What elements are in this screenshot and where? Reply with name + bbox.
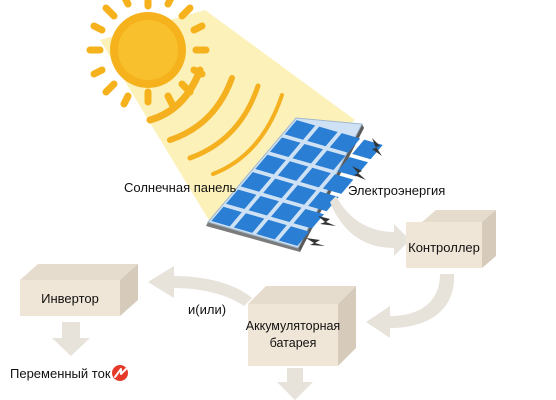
- solar-cell: [270, 137, 301, 157]
- solar-cell: [256, 219, 287, 240]
- battery-label-line1: Аккумуляторная: [245, 319, 341, 333]
- sun-rays-arcs: [146, 66, 284, 176]
- and-or-label: и(или): [188, 302, 227, 317]
- battery-box: [248, 286, 356, 366]
- controller-box: [406, 210, 496, 268]
- solar-cell: [211, 206, 242, 227]
- solar-cell: [285, 185, 317, 205]
- solar-cell: [271, 202, 302, 222]
- solar-cell: [307, 126, 338, 147]
- solar-cell: [240, 172, 272, 192]
- arrow-panel-to-controller: [330, 196, 410, 256]
- solar-panel-label: Солнечная панель: [124, 180, 237, 195]
- solar-cell: [233, 213, 265, 233]
- solar-cell: [226, 189, 257, 209]
- solar-cell: [278, 226, 310, 246]
- solar-panel-cells: [211, 120, 383, 246]
- battery-label-line2: батарея: [269, 336, 317, 350]
- solar-cell: [248, 196, 279, 216]
- solar-cell: [292, 144, 323, 164]
- inverter-box: [20, 264, 138, 316]
- solar-cell: [308, 191, 339, 212]
- solar-cell: [315, 150, 346, 170]
- solar-cell: [352, 139, 383, 160]
- arrow-battery-to-inverter: [148, 266, 252, 306]
- solar-cell: [293, 209, 324, 229]
- solar-cell: [329, 133, 361, 153]
- arrow-controller-to-battery: [366, 274, 455, 338]
- lightning-icon: [306, 138, 382, 246]
- solar-cell: [322, 174, 354, 194]
- sun-icon: [86, 0, 210, 108]
- solar-cell: [263, 178, 294, 199]
- arrow-battery-down: [277, 368, 313, 400]
- controller-label: Контроллер: [408, 240, 480, 255]
- solar-cell: [284, 120, 316, 140]
- arrow-inverter-down: [52, 322, 90, 356]
- ac-current-label: Переменный ток: [10, 366, 111, 381]
- solar-cell: [255, 154, 286, 175]
- solar-cell: [300, 167, 331, 188]
- solar-panel: [206, 117, 383, 252]
- inverter-label: Инвертор: [41, 291, 99, 306]
- electricity-label: Электроэнергия: [348, 183, 446, 198]
- solar-cell: [277, 161, 309, 181]
- logo-badge-icon: [112, 365, 128, 381]
